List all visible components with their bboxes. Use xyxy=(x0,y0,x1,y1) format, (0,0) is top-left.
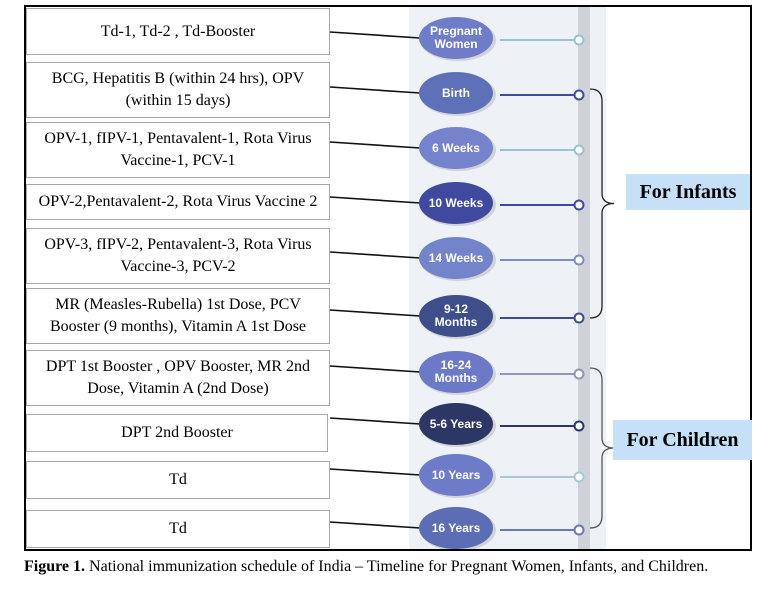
box-connector xyxy=(329,31,421,39)
box-connector xyxy=(329,309,421,317)
group-label-infants: For Infants xyxy=(626,174,750,210)
stage-label: 10 Years xyxy=(432,468,481,482)
stage-node: 14 Weeks xyxy=(419,237,496,281)
group-label-children: For Children xyxy=(613,420,752,460)
timeline-endpoint xyxy=(573,524,585,536)
figure-caption: Figure 1. National immunization schedule… xyxy=(24,557,754,576)
stage-label: Women xyxy=(434,37,477,51)
vaccine-box: Td-1, Td-2 , Td-Booster xyxy=(26,8,330,55)
stage-label: Months xyxy=(435,315,478,329)
stage-node-shape xyxy=(419,182,493,224)
vaccine-box: BCG, Hepatitis B (within 24 hrs), OPV (w… xyxy=(26,62,330,118)
timeline-track xyxy=(578,7,590,549)
stage-node-shape xyxy=(419,454,493,496)
box-connector xyxy=(329,141,421,149)
vaccine-box: DPT 1st Booster , OPV Booster, MR 2nd Do… xyxy=(26,350,330,406)
box-connector xyxy=(329,86,421,94)
timeline-endpoint xyxy=(573,312,585,324)
stage-label: 10 Weeks xyxy=(429,196,484,210)
timeline-endpoint xyxy=(573,254,585,266)
stage-node-shape xyxy=(419,237,493,279)
stage-node-shape xyxy=(419,72,493,114)
stage-node-shape xyxy=(419,17,493,59)
stage-node: Birth xyxy=(419,72,496,116)
caption-text: National immunization schedule of India … xyxy=(85,558,709,575)
stage-label: 6 Weeks xyxy=(432,141,480,155)
vaccine-box: DPT 2nd Booster xyxy=(26,414,328,452)
stage-node: 6 Weeks xyxy=(419,127,496,171)
stage-node-shape xyxy=(419,351,493,393)
stage-label: 9-12 xyxy=(444,302,468,316)
vaccine-box: Td xyxy=(26,510,330,548)
infants-brace xyxy=(589,88,615,319)
stage-node-shape xyxy=(419,295,493,337)
stage-node-shape xyxy=(419,127,493,169)
box-connector xyxy=(329,468,421,476)
stage-node-shape xyxy=(419,507,493,549)
stage-node: 5-6 Years xyxy=(419,403,496,447)
stage-label: 16-24 xyxy=(441,358,472,372)
timeline-endpoint xyxy=(573,199,585,211)
box-connector xyxy=(329,417,421,425)
timeline-endpoint xyxy=(573,420,585,432)
stage-label: Months xyxy=(435,371,478,385)
timeline-endpoint xyxy=(573,368,585,380)
timeline-endpoint xyxy=(573,89,585,101)
timeline-endpoint xyxy=(573,34,585,46)
stage-node: 10 Weeks xyxy=(419,182,496,226)
stage-label: 16 Years xyxy=(432,521,481,535)
stage-label: 5-6 Years xyxy=(430,417,483,431)
stage-label: Birth xyxy=(442,86,470,100)
vaccine-box: MR (Measles-Rubella) 1st Dose, PCV Boost… xyxy=(26,288,330,344)
box-connector xyxy=(329,196,421,204)
stage-node-shape xyxy=(419,403,493,445)
children-brace xyxy=(589,367,615,529)
stage-node: 16 Years xyxy=(419,507,496,551)
box-connector xyxy=(329,365,421,373)
box-connector xyxy=(329,521,421,529)
timeline-endpoint xyxy=(573,471,585,483)
caption-label: Figure 1. xyxy=(24,558,86,575)
stage-label: Pregnant xyxy=(430,24,482,38)
vaccine-box: OPV-3, fIPV-2, Pentavalent-3, Rota Virus… xyxy=(26,228,330,284)
vaccine-box: OPV-2,Pentavalent-2, Rota Virus Vaccine … xyxy=(26,184,330,220)
vaccine-box: OPV-1, fIPV-1, Pentavalent-1, Rota Virus… xyxy=(26,122,330,178)
timeline-endpoint xyxy=(573,144,585,156)
vaccine-box: Td xyxy=(26,461,330,499)
stage-label: 14 Weeks xyxy=(429,251,484,265)
box-connector xyxy=(329,251,421,259)
stage-node: 10 Years xyxy=(419,454,496,498)
